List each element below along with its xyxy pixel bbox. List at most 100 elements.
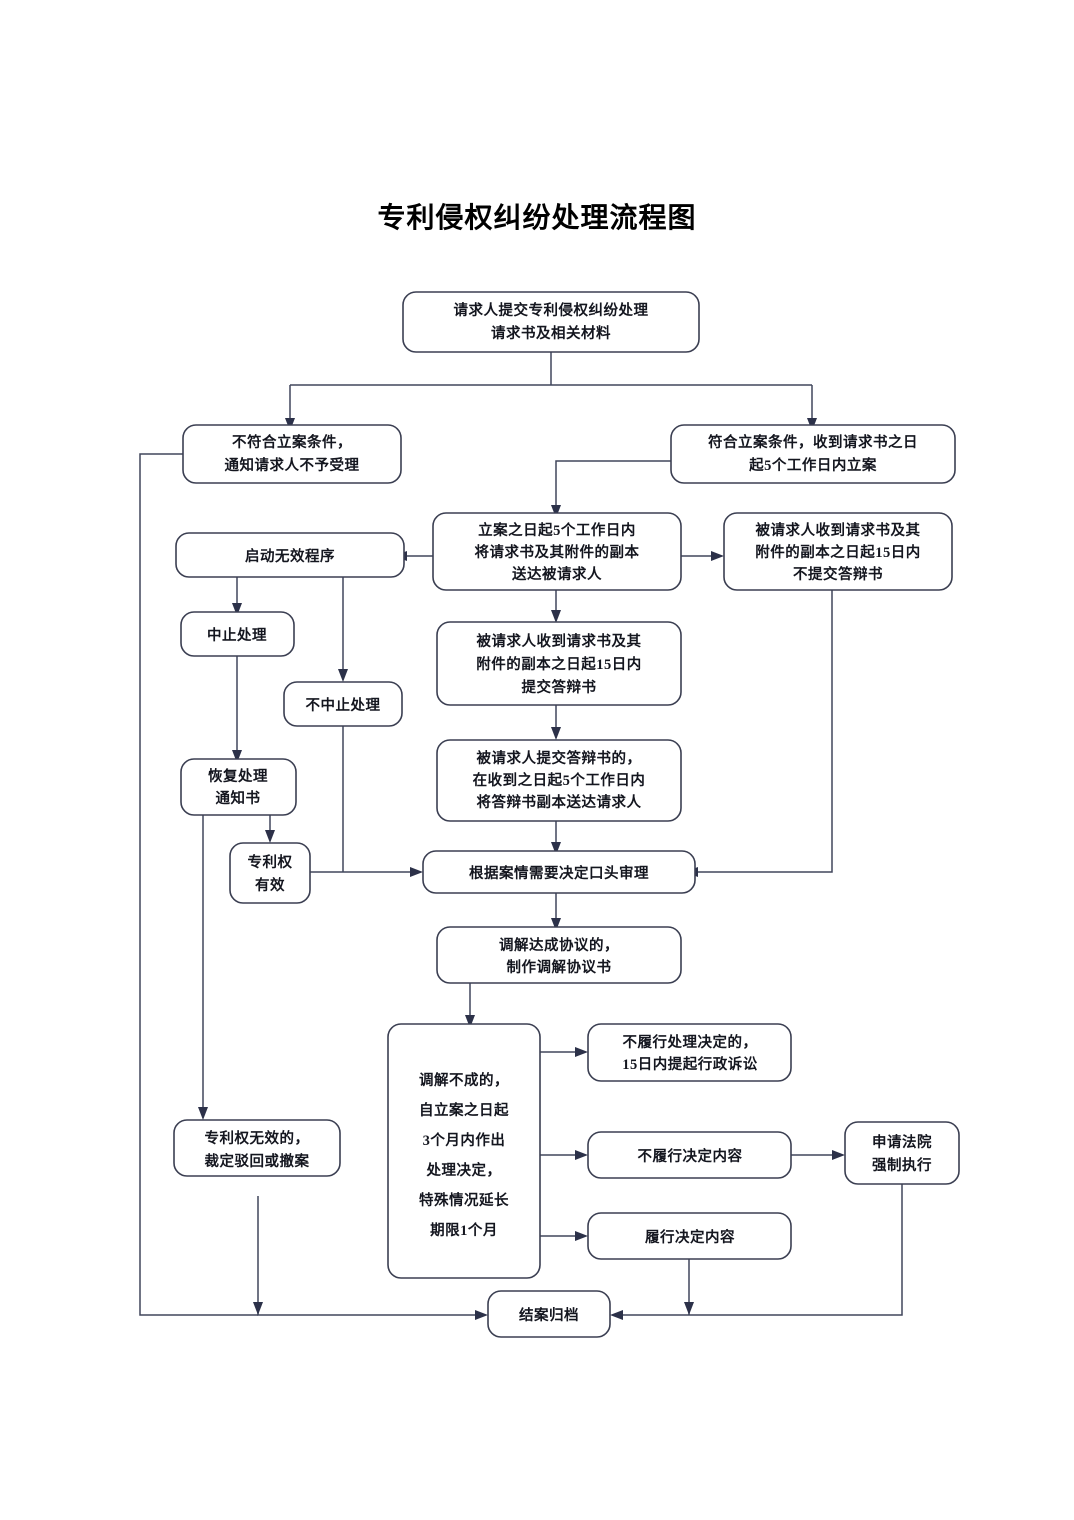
node-n13-box[interactable] (422, 850, 696, 894)
node-n10-box[interactable] (229, 842, 311, 904)
arrow-n4-n11 (551, 610, 561, 623)
node-n3-box[interactable] (670, 424, 956, 484)
node-n2-box[interactable] (182, 424, 402, 484)
node-n2-line-1: 通知请求人不予受理 (225, 456, 360, 474)
node-n6-line-0: 启动无效程序 (245, 547, 335, 565)
node-n4[interactable]: 立案之日起5个工作日内 将请求书及其附件的副本 送达被请求人 (432, 512, 682, 591)
node-n11-line-2: 提交答辩书 (522, 678, 597, 696)
node-n16[interactable]: 不履行处理决定的， 15日内提起行政诉讼 (587, 1023, 792, 1082)
node-n17-box[interactable] (587, 1131, 792, 1179)
arrow-n10-n13 (410, 867, 423, 877)
node-n15-line-4: 特殊情况延长 (419, 1191, 509, 1209)
node-n17[interactable]: 不履行决定内容 (587, 1131, 792, 1179)
node-n15-line-1: 自立案之日起 (419, 1101, 509, 1119)
node-n11-line-1: 附件的副本之日起15日内 (476, 655, 642, 673)
node-n20-line-0: 专利权无效的， (205, 1129, 310, 1147)
node-n4-line-1: 将请求书及其附件的副本 (475, 543, 640, 561)
node-n1-box[interactable] (402, 291, 700, 353)
node-n10[interactable]: 专利权 有效 (229, 842, 311, 904)
node-n4-line-2: 送达被请求人 (511, 565, 602, 583)
node-n19-box[interactable] (844, 1121, 960, 1185)
node-n5-line-1: 附件的副本之日起15日内 (755, 543, 921, 561)
arrow-n13-n14 (551, 918, 561, 931)
node-n1-line-0: 请求人提交专利侵权纠纷处理 (454, 301, 649, 319)
node-n5[interactable]: 被请求人收到请求书及其 附件的副本之日起15日内 不提交答辩书 (723, 512, 953, 591)
arrow-n15-n17 (575, 1150, 588, 1160)
node-n15-line-0: 调解不成的， (419, 1071, 509, 1089)
node-n18-box[interactable] (587, 1212, 792, 1260)
node-n21-box[interactable] (487, 1290, 611, 1338)
node-n17-line-0: 不履行决定内容 (638, 1147, 743, 1165)
node-n9[interactable]: 恢复处理 通知书 (180, 758, 297, 816)
node-n11[interactable]: 被请求人收到请求书及其 附件的副本之日起15日内 提交答辩书 (436, 621, 682, 706)
node-n9-line-0: 恢复处理 (208, 767, 268, 785)
arrow-n2-rail (253, 1302, 263, 1315)
arrow-n11-n12 (551, 727, 561, 740)
arrow-n6-n8 (338, 669, 348, 682)
edge-n3-n4 (555, 460, 671, 508)
node-n3-line-1: 起5个工作日内立案 (748, 456, 877, 474)
node-n3[interactable]: 符合立案条件，收到请求书之日 起5个工作日内立案 (670, 424, 956, 484)
node-n20-line-1: 裁定驳回或撤案 (205, 1152, 310, 1170)
node-n12[interactable]: 被请求人提交答辩书的， 在收到之日起5个工作日内 将答辩书副本送达请求人 (436, 739, 682, 822)
node-n1[interactable]: 请求人提交专利侵权纠纷处理 请求书及相关材料 (402, 291, 700, 353)
node-n14[interactable]: 调解达成协议的， 制作调解协议书 (436, 926, 682, 984)
node-n19-line-0: 申请法院 (872, 1133, 932, 1151)
node-n18-line-0: 履行决定内容 (645, 1228, 735, 1246)
node-n18[interactable]: 履行决定内容 (587, 1212, 792, 1260)
arrow-n15-n16 (575, 1047, 588, 1057)
node-n9-line-1: 通知书 (216, 789, 261, 807)
node-n1-line-1: 请求书及相关材料 (491, 324, 611, 342)
arrow-n18-n21 (684, 1302, 694, 1315)
arrow-n17-n19 (832, 1150, 845, 1160)
node-n19[interactable]: 申请法院 强制执行 (844, 1121, 960, 1185)
arrow-n4-n5 (711, 551, 724, 561)
arrow-n19-n21 (610, 1310, 623, 1320)
node-n3-line-0: 符合立案条件，收到请求书之日 (708, 433, 918, 451)
node-n15-line-5: 期限1个月 (430, 1221, 498, 1239)
node-n8-box[interactable] (283, 681, 403, 727)
node-n8-line-0: 不中止处理 (306, 696, 381, 714)
node-n5-line-0: 被请求人收到请求书及其 (756, 521, 921, 539)
node-n11-box[interactable] (436, 621, 682, 706)
node-n2-line-0: 不符合立案条件， (232, 433, 352, 451)
node-n16-line-1: 15日内提起行政诉讼 (622, 1055, 758, 1073)
edge-n2-n21 (139, 453, 258, 1316)
node-n15-line-2: 3个月内作出 (423, 1131, 506, 1149)
node-n13[interactable]: 根据案情需要决定口头审理 (422, 850, 696, 894)
node-n8[interactable]: 不中止处理 (283, 681, 403, 727)
arrow-n3-n4 (551, 505, 561, 518)
node-n20[interactable]: 专利权无效的， 裁定驳回或撤案 (173, 1119, 341, 1177)
arrow-n9-n20 (198, 1107, 208, 1120)
node-n16-line-0: 不履行处理决定的， (623, 1033, 758, 1051)
node-n5-box[interactable] (723, 512, 953, 591)
node-n21-line-0: 结案归档 (519, 1306, 579, 1324)
node-n12-line-1: 在收到之日起5个工作日内 (473, 771, 646, 789)
node-n7-box[interactable] (180, 611, 295, 657)
node-n11-line-0: 被请求人收到请求书及其 (477, 632, 642, 650)
node-n20-box[interactable] (173, 1119, 341, 1177)
node-n21[interactable]: 结案归档 (487, 1290, 611, 1338)
node-n5-line-2: 不提交答辩书 (793, 565, 883, 583)
page-title: 专利侵权纠纷处理流程图 (377, 203, 697, 234)
node-n6-box[interactable] (175, 532, 405, 578)
connectors (139, 352, 903, 1320)
node-n16-box[interactable] (587, 1023, 792, 1082)
node-n12-line-0: 被请求人提交答辩书的， (477, 749, 642, 767)
arrow-n12-n13 (551, 842, 561, 855)
node-n14-box[interactable] (436, 926, 682, 984)
node-n15[interactable]: 调解不成的， 自立案之日起 3个月内作出 处理决定， 特殊情况延长 期限1个月 (387, 1023, 541, 1279)
node-n12-box[interactable] (436, 739, 682, 822)
edge-n19-n21 (620, 1184, 903, 1316)
node-n7[interactable]: 中止处理 (180, 611, 295, 657)
node-n9-box[interactable] (180, 758, 297, 816)
node-n14-line-0: 调解达成协议的， (499, 936, 619, 954)
node-n4-box[interactable] (432, 512, 682, 591)
arrow-n20-n21 (475, 1310, 488, 1320)
arrow-n7-n9 (232, 750, 242, 763)
node-n15-box[interactable] (387, 1023, 541, 1279)
node-n2[interactable]: 不符合立案条件， 通知请求人不予受理 (182, 424, 402, 484)
node-n6[interactable]: 启动无效程序 (175, 532, 405, 578)
